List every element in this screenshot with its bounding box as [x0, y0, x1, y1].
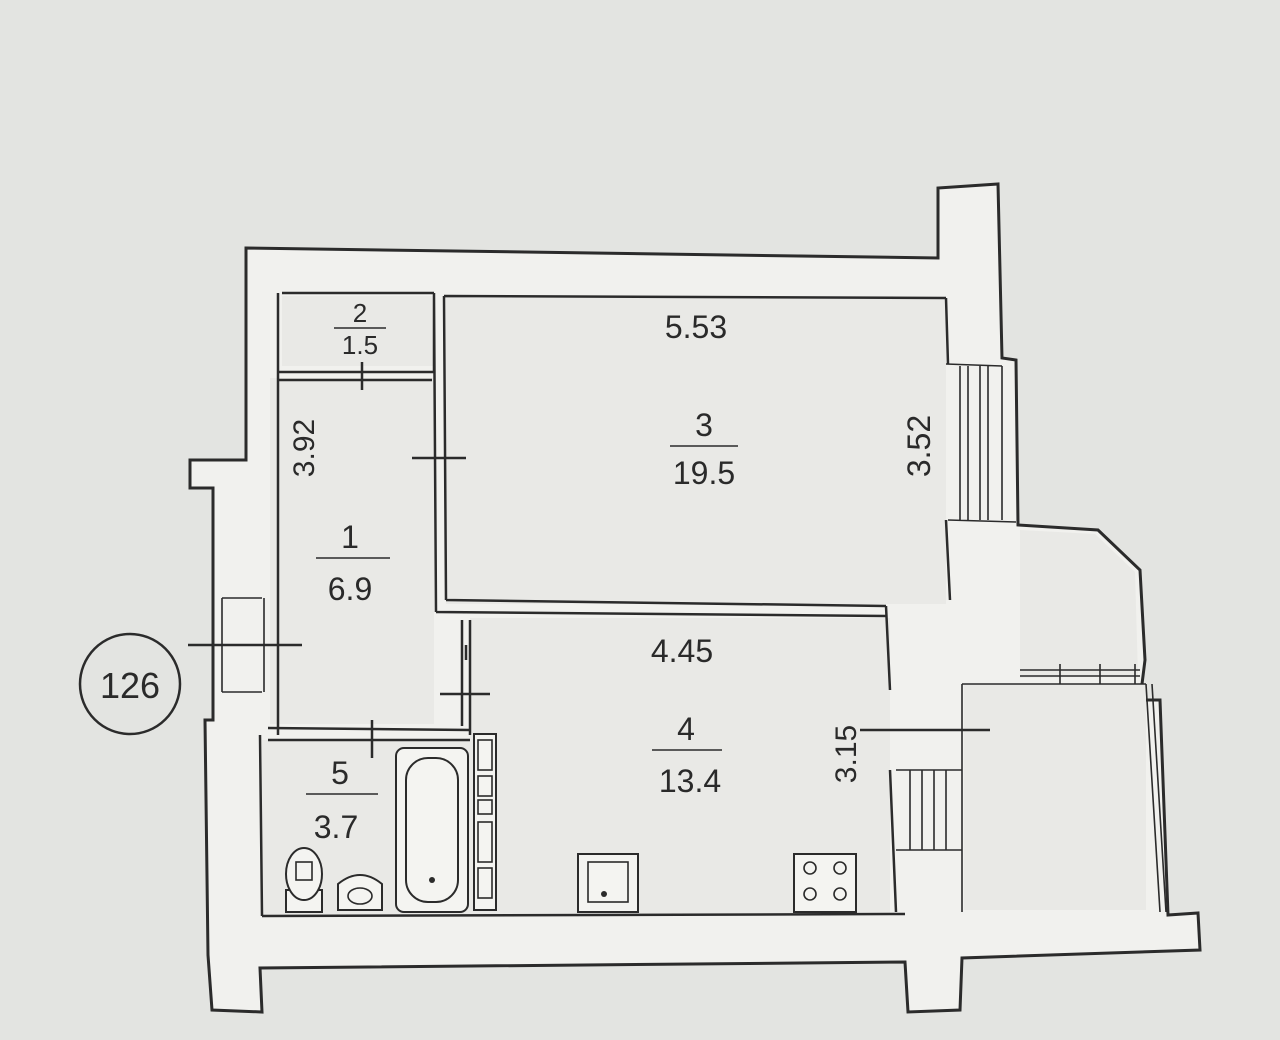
- loggia-glazing: [961, 675, 1167, 913]
- window-room-1: [221, 597, 265, 693]
- room-5-area: 3.7: [314, 809, 358, 845]
- balcony-floor: [1020, 530, 1138, 678]
- room-2-area: 1.5: [342, 330, 378, 360]
- room-5-label: 5 3.7: [306, 755, 378, 845]
- window-room-3: [945, 363, 1017, 523]
- window-room-4: [896, 769, 962, 851]
- toilet: [285, 847, 323, 913]
- room-4-label: 4 13.4: [652, 711, 722, 799]
- bathtub: [395, 747, 469, 913]
- cabinet-column: [473, 733, 497, 911]
- balcony-rail: [1020, 664, 1140, 684]
- room-3-number: 3: [695, 407, 713, 443]
- kitchen-sink: [577, 853, 639, 913]
- washbasin: [337, 874, 383, 911]
- partitions: [258, 291, 952, 918]
- room-4-number: 4: [677, 711, 695, 747]
- loggia-floor: [964, 684, 1146, 910]
- room-3-label: 3 19.5: [670, 407, 738, 491]
- dimension-room-1-length: 3.92: [288, 419, 321, 477]
- room-2-floor: [282, 296, 434, 366]
- room-3-floor: [446, 298, 946, 604]
- dimension-room-3-depth: 3.52: [901, 415, 937, 477]
- room-1-floor: [270, 378, 434, 724]
- room-2-number: 2: [353, 298, 367, 328]
- room-2-label: 2 1.5: [334, 298, 386, 360]
- room-4-area: 13.4: [659, 763, 721, 799]
- room-1-label: 1 6.9: [316, 519, 390, 607]
- dimension-room-3-width: 5.53: [665, 309, 727, 345]
- apartment-number: 126: [100, 665, 160, 706]
- door-marks: [188, 362, 990, 758]
- stove: [793, 853, 857, 913]
- room-5-number: 5: [331, 755, 349, 791]
- room-1-area: 6.9: [328, 571, 372, 607]
- dimension-room-4-width: 4.45: [651, 633, 713, 669]
- room-1-number: 1: [341, 519, 359, 555]
- room-3-area: 19.5: [673, 455, 735, 491]
- apartment-number-badge: 126: [78, 632, 182, 736]
- dimension-room-4-depth: 3.15: [830, 725, 863, 783]
